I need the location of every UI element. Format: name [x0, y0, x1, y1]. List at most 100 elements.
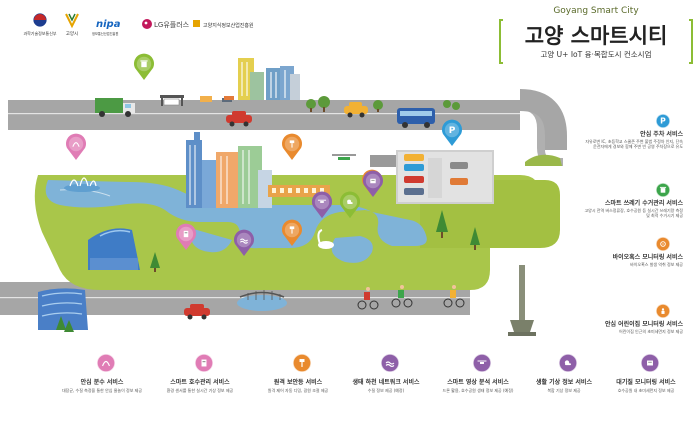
bottom-service-title: 스마트 영상 분석 서비스: [447, 378, 509, 386]
parking-icon: P: [660, 117, 666, 126]
right-service-title: 바이오혹스 모니터링 서비스: [613, 253, 684, 261]
logo-lguplus: LG유플러스: [142, 19, 190, 29]
right-service-title: 안심 주차 서비스: [640, 130, 683, 138]
river-icon: [240, 238, 248, 244]
right-service-desc: 자유로변 IC, 초등학교 스쿨존 주변 불법 주정차 인지, 단속: [585, 138, 683, 144]
light-icon: [299, 359, 305, 367]
map-pin: [363, 170, 383, 197]
right-service-badge: [655, 236, 671, 252]
map-pin: [282, 219, 302, 246]
convention-center: [88, 228, 140, 270]
right-service-title: 안심 어린이집 모니터링 서비스: [605, 320, 684, 328]
bottom-service-badge: [380, 353, 400, 373]
right-service-desc: 어린이집 인근의 초미세먼지 정보 제공: [619, 328, 683, 334]
map-pins: P: [65, 53, 462, 256]
logo-gitipa-label: 고양지식정보산업진흥원: [203, 22, 254, 29]
logo-nipa-text: nipa: [96, 19, 121, 30]
bottom-service-title: 생태 하천 네트워크 서비스: [353, 378, 420, 386]
downtown-buildings: [200, 58, 300, 102]
park-trees: [56, 210, 480, 332]
bus: [397, 108, 435, 128]
map-pin: [134, 53, 154, 80]
right-service-title: 스마트 쓰레기 수거관리 서비스: [605, 199, 684, 207]
svg-text:P: P: [660, 117, 666, 126]
right-service-badge: [655, 182, 671, 198]
bottom-service-title: 생활 기상 정보 서비스: [536, 378, 592, 386]
parking-icon: P: [449, 126, 456, 136]
right-service-badge: [655, 303, 671, 319]
park-towers: [186, 132, 330, 208]
red-car-bottom: [184, 304, 210, 320]
logo-nipa-sub: 정보통신산업진흥원: [92, 31, 118, 36]
mound: [525, 154, 562, 166]
bottom-service-desc: 수질 정보 제공 (예정): [368, 387, 405, 393]
bus-stop: [160, 95, 184, 106]
trees-top: [306, 96, 460, 112]
monument: [508, 265, 536, 336]
drone-icon: [317, 199, 327, 203]
bottom-service-desc: 원격 제어 자동 디밍, 광원 조절 제공: [268, 387, 329, 393]
bottom-service-desc: 호수공원 내 초미세먼지 정보 제공: [618, 387, 675, 393]
parking-garage: [396, 150, 494, 204]
bottom-service-desc: 대장균, 수질 측정을 통한 안심 물놀이 정보 제공: [62, 387, 142, 393]
bottom-service-badge: [640, 353, 660, 373]
air-icon: [370, 178, 376, 184]
lake: [45, 180, 427, 263]
bottom-service-badge: [558, 353, 578, 373]
weather-icon: [347, 199, 353, 204]
bottom-service-badge: [96, 353, 116, 373]
map-pin: [234, 229, 254, 256]
bridge: [237, 290, 287, 311]
bottom-service-title: 스마트 호수관리 서비스: [170, 378, 230, 386]
logo-goyang-label: 고양시: [66, 30, 78, 37]
bottom-service-desc: 드론 활용, 호수공원 생태 정보 제공 (예정): [443, 387, 514, 393]
map-pin: [312, 191, 332, 218]
header-tagline: 고양 U+ IoT 융·복합도시 컨소시엄: [541, 49, 652, 59]
light-icon: [289, 226, 295, 234]
logo-msit-label: 과학기술정보통신부: [23, 30, 56, 36]
logo-goyang: 고양시: [65, 13, 79, 37]
bio-icon: [660, 241, 666, 247]
bottom-service-title: 원격 보안등 서비스: [274, 378, 323, 386]
right-service-desc: 고양시 전역 버스정류장, 호수공원 등 실시간 쓰레기량 측정: [585, 207, 684, 213]
stadium-lower-left: [38, 288, 88, 330]
cyclists: [357, 285, 465, 310]
map-pin: P: [442, 119, 462, 146]
child-icon: [661, 308, 665, 314]
bottom-service-desc: 복합 기상 정보 제공: [547, 387, 581, 393]
bottom-service-desc: 환경 센서를 통한 실시간 기상 정보 제공: [167, 387, 234, 393]
red-car-top: [226, 111, 252, 127]
right-service-desc: 운전자에게 경보와 함께 주변 빈 공영 주차장으로 유도: [593, 143, 683, 149]
logo-lguplus-label: LG유플러스: [154, 20, 190, 29]
fountain-icon: [72, 142, 80, 147]
bottom-service-badge: [292, 353, 312, 373]
right-service-desc: 바이오혹스 발생 억취 정보 제공: [630, 261, 683, 267]
drone: [332, 154, 356, 160]
bottom-service-badge: [472, 353, 492, 373]
air-icon: [647, 360, 653, 366]
svg-text:P: P: [449, 126, 456, 136]
map-pin: [176, 223, 196, 250]
bottom-service-badge: [194, 353, 214, 373]
trash-icon: [659, 186, 667, 193]
yellow-car-top: [344, 102, 368, 118]
weather-icon: [564, 360, 571, 366]
garbage-truck: [95, 98, 135, 117]
map-pin: [65, 133, 86, 160]
header-subtitle: Goyang Smart City: [553, 6, 639, 16]
bottom-service-title: 대기질 모니터링 서비스: [616, 378, 676, 386]
bottom-service-title: 안심 분수 서비스: [81, 378, 124, 386]
river-icon: [385, 361, 395, 368]
right-service-desc: 및 최적 수거시기 제공: [646, 212, 683, 218]
drone-icon: [477, 360, 487, 364]
trash-icon: [140, 60, 148, 68]
header: Goyang Smart City 고양 스마트시티 고양 U+ IoT 융·복…: [499, 6, 693, 64]
light-icon: [289, 140, 295, 148]
logo-strip: 과학기술정보통신부 고양시 nipa 정보통신산업진흥원 LG유플러스 고양지식…: [23, 13, 254, 37]
header-title: 고양 스마트시티: [525, 24, 668, 48]
logo-gitipa: 고양지식정보산업진흥원: [193, 20, 254, 29]
logo-nipa: nipa 정보통신산업진흥원: [92, 19, 121, 36]
map-pin: [282, 133, 302, 160]
